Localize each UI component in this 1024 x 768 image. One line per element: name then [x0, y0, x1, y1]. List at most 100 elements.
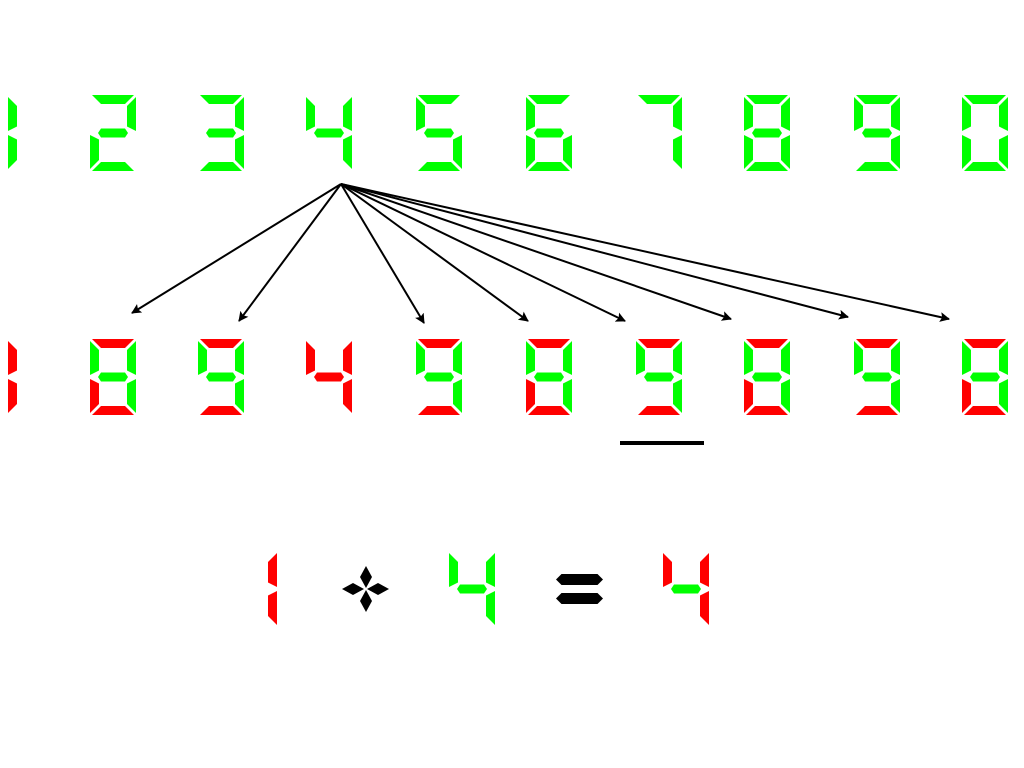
segment-c	[563, 135, 572, 169]
top-digit-6	[526, 95, 572, 171]
segment-e	[526, 379, 535, 413]
operator-diamond	[360, 590, 372, 612]
top-digit-4	[306, 97, 352, 169]
segment-b	[673, 341, 682, 375]
segment-c	[673, 135, 682, 169]
equation	[268, 553, 709, 625]
arrow-to-digit-6	[340, 183, 529, 322]
bottom-digit-9	[198, 339, 244, 415]
top-digit-0	[962, 95, 1008, 171]
bottom-digit-9	[636, 339, 682, 415]
segment-g	[752, 128, 782, 138]
arrow-group	[131, 183, 950, 324]
segment-f	[744, 97, 753, 131]
bottom-digit-8	[90, 339, 136, 415]
operator-symbol	[342, 566, 389, 612]
segment-f	[526, 97, 535, 131]
segment-f	[198, 341, 207, 375]
segment-c	[999, 379, 1008, 413]
operator-diamond	[367, 583, 389, 595]
segment-e	[8, 135, 17, 169]
segment-d	[528, 162, 570, 171]
segment-d	[856, 162, 898, 171]
operator-diamond	[342, 583, 364, 595]
operator-diamond	[360, 566, 372, 588]
segment-c	[235, 135, 244, 169]
segment-a	[964, 339, 1006, 348]
segment-c	[486, 591, 495, 625]
segment-g	[98, 128, 128, 138]
segment-f	[306, 341, 315, 375]
segment-c	[343, 135, 352, 169]
segment-a	[92, 339, 134, 348]
segment-b	[563, 341, 572, 375]
segment-c	[235, 379, 244, 413]
segment-f	[854, 97, 863, 131]
segment-b	[453, 341, 462, 375]
arrow-to-digit-8	[340, 183, 732, 321]
segment-a	[528, 339, 570, 348]
segment-a	[200, 95, 242, 104]
top-digit-7	[638, 95, 682, 169]
segment-d	[528, 406, 570, 415]
segment-d	[638, 406, 680, 415]
bottom-digit-4	[306, 341, 352, 413]
segment-c	[268, 591, 277, 625]
bottom-digit-row	[8, 339, 1008, 415]
arrow-to-digit-9	[340, 183, 849, 320]
top-digit-3	[200, 95, 244, 171]
segment-d	[964, 162, 1006, 171]
segment-d	[418, 406, 460, 415]
segment-d	[200, 162, 242, 171]
segment-d	[418, 162, 460, 171]
segment-d	[92, 406, 134, 415]
segment-f	[663, 553, 672, 587]
segment-g	[206, 372, 236, 382]
segment-c	[453, 379, 462, 413]
segment-b	[891, 341, 900, 375]
segment-b	[268, 553, 277, 587]
segment-e	[744, 379, 753, 413]
segment-b	[891, 97, 900, 131]
segment-c	[700, 591, 709, 625]
segment-g	[424, 372, 454, 382]
segment-g	[206, 128, 236, 138]
digit-underline	[620, 441, 704, 445]
arrow-to-digit-7	[340, 183, 626, 322]
segment-a	[638, 95, 680, 104]
segment-g	[862, 372, 892, 382]
top-digit-5	[416, 95, 462, 171]
segment-a	[418, 95, 460, 104]
segment-g	[534, 372, 564, 382]
bottom-digit-8	[744, 339, 790, 415]
segment-d	[856, 406, 898, 415]
segment-a	[856, 339, 898, 348]
segment-f	[636, 341, 645, 375]
segment-f	[416, 97, 425, 131]
segment-e	[8, 379, 17, 413]
segment-g	[534, 128, 564, 138]
segment-g	[314, 372, 344, 382]
segment-f	[8, 341, 17, 375]
segment-g	[752, 372, 782, 382]
segment-b	[781, 341, 790, 375]
segment-g	[671, 584, 701, 594]
segment-b	[673, 97, 682, 131]
segment-g	[862, 128, 892, 138]
segment-g	[970, 372, 1000, 382]
segment-a	[746, 339, 788, 348]
segment-c	[999, 135, 1008, 169]
bottom-digit-1	[8, 341, 17, 413]
equals-bar	[556, 574, 603, 585]
segment-b	[127, 341, 136, 375]
segment-f	[962, 341, 971, 375]
segment-b	[700, 553, 709, 587]
arrow-to-digit-2	[131, 183, 342, 314]
segment-d	[746, 406, 788, 415]
segment-c	[563, 379, 572, 413]
segment-b	[343, 97, 352, 131]
arrow-to-digit-10	[340, 183, 950, 322]
segment-g	[424, 128, 454, 138]
segment-a	[528, 95, 570, 104]
